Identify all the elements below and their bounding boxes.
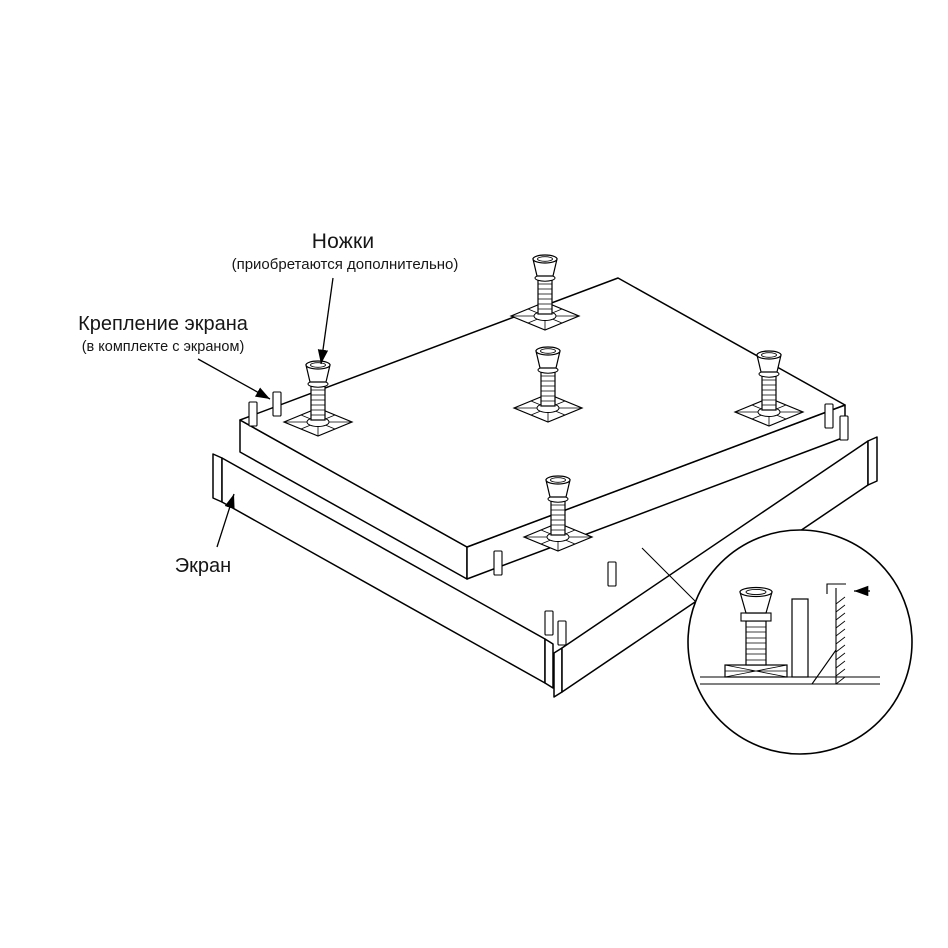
mounting-clip: [544, 610, 554, 636]
detail-callout: [687, 529, 913, 755]
adjustable-leg: [510, 254, 580, 331]
mounting-clip: [493, 550, 503, 576]
screen-panel-left-endcap: [212, 453, 223, 503]
detail-leader-line: [641, 547, 705, 611]
screen-mount-label-subtitle: (в комплекте с экраном): [82, 339, 245, 355]
mounting-clip: [557, 620, 567, 646]
screen-mount-arrow-icon: [197, 358, 271, 400]
screen-label-title: Экран: [175, 555, 231, 577]
mounting-clip: [248, 401, 258, 427]
mounting-clip: [839, 415, 849, 441]
detail-screen-bracket: [811, 583, 846, 685]
screen-panel-right-endcap: [867, 436, 878, 486]
screen-panels: [212, 436, 878, 698]
legs-label-title: Ножки: [312, 230, 375, 253]
mounting-clip: [824, 403, 834, 429]
screen-panel-left-corner-face: [544, 638, 554, 689]
mounting-clip: [607, 561, 617, 587]
detail-leg-cross-section: [724, 586, 788, 678]
mounting-clip: [272, 391, 282, 417]
label-screen: Экран: [175, 493, 235, 577]
screen-panel-right-corner-face: [553, 647, 563, 698]
detail-tray-edge: [791, 598, 809, 678]
screen-mount-label-title: Крепление экрана: [78, 313, 249, 335]
label-legs: Ножки (приобретаются дополнительно): [232, 230, 459, 365]
screen-arrow-icon: [216, 493, 235, 548]
legs-label-subtitle: (приобретаются дополнительно): [232, 256, 459, 273]
legs-arrow-icon: [317, 277, 334, 365]
label-screen-mount: Крепление экрана (в комплекте с экраном): [78, 313, 271, 400]
